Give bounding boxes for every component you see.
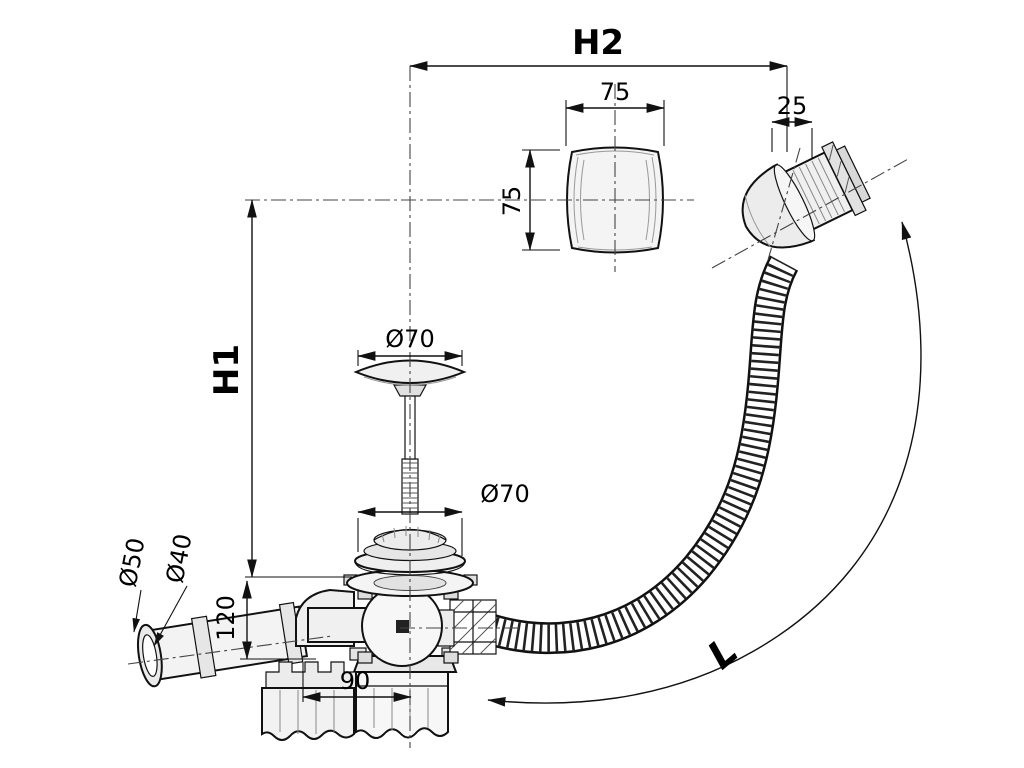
castellated-collar: [265, 661, 357, 689]
dimension-outlet-offset: 90: [302, 662, 412, 702]
overflow-head: [741, 141, 871, 249]
strainer-slots: [381, 526, 441, 544]
dimension-label-h1: H1: [207, 344, 247, 396]
dimension-label-outlet-outer: Ø50: [114, 536, 151, 590]
outlet-opening-inner: [142, 634, 158, 677]
dimension-label-grate-diameter: Ø70: [480, 480, 529, 508]
dimension-label-plug-diameter: Ø70: [385, 325, 434, 353]
dimension-label-knob-height: 75: [498, 186, 526, 217]
dimension-label-hose-length: L: [699, 628, 746, 677]
dimension-label-knob-width: 75: [600, 78, 631, 106]
elbow-axis-centerline: [127, 635, 333, 665]
dimension-plug-diameter: Ø70: [357, 325, 463, 366]
drain-center-plug: [396, 620, 409, 633]
dimension-knob-width: 75: [565, 78, 665, 146]
dimension-label-body-height: 120: [212, 595, 240, 641]
dimension-h2: H2: [409, 23, 788, 152]
trap-nut: [261, 687, 355, 741]
dimension-overflow-cap: 25: [771, 92, 813, 158]
dimension-label-outlet-offset: 90: [340, 667, 371, 695]
dimension-body-height: 120: [212, 580, 316, 660]
corrugated-hose: [481, 255, 799, 655]
dimension-h1: H1: [207, 199, 352, 578]
dimension-label-h2: H2: [572, 23, 624, 63]
trap-pipe: [355, 671, 449, 739]
dimension-label-overflow-cap: 25: [777, 92, 808, 120]
hose-union-nut: [449, 599, 497, 655]
dimension-label-outlet-inner: Ø40: [161, 532, 198, 586]
